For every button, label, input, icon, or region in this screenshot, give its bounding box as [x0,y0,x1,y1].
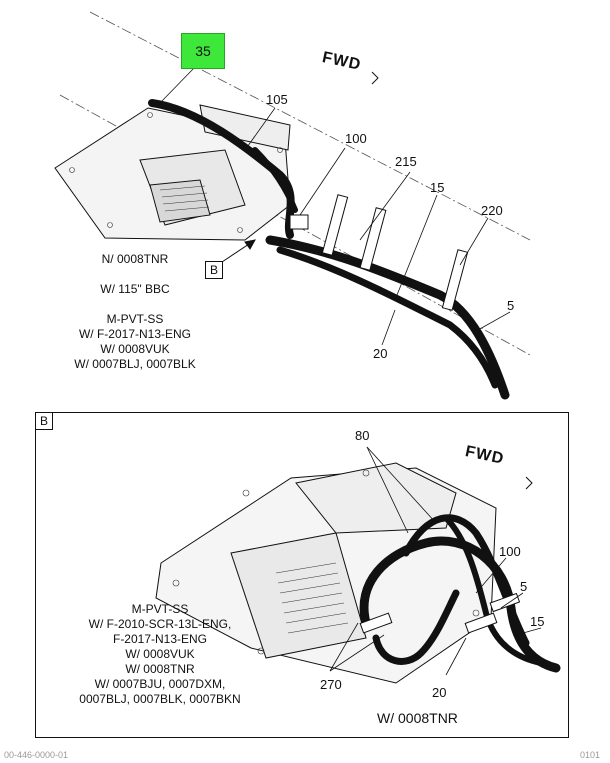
footer-page-tag: 0101 [580,750,601,760]
note-line: 0007BLJ, 0007BLK, 0007BKN [79,692,241,706]
detail-callout-270: 270 [320,677,342,692]
detail-callout-15: 15 [530,614,545,629]
note-line: N/ 0008TNR [101,252,169,266]
note-line: W/ F-2017-N13-ENG [78,327,192,341]
note-line: M-PVT-SS [131,602,189,616]
note-line: M-PVT-SS [106,312,164,326]
note-line: F-2017-N13-ENG [112,632,208,646]
main-view-drawing [54,11,531,400]
detail-callout-5: 5 [520,579,528,594]
note-line: W/ 0007BJU, 0007DXM, [94,677,226,691]
detail-callout-80: 80 [355,428,370,443]
callout-105: 105 [266,92,288,107]
callout-5: 5 [507,298,515,313]
note-line: W/ 0008VUK [125,647,195,661]
note-line: W/ F-2010-SCR-13L-ENG, [88,617,232,631]
detail-callout-20: 20 [432,685,447,700]
detail-caption: W/ 0008TNR [377,710,458,726]
callout-215: 215 [395,154,417,169]
detail-view-drawing [155,446,561,684]
callout-15: 15 [430,180,445,195]
callout-100: 100 [345,131,367,146]
main-notes: N/ 0008TNR W/ 115" BBC M-PVT-SS W/ F-201… [40,252,230,372]
note-line: W/ 115" BBC [100,282,170,296]
callout-20: 20 [373,346,388,361]
callout-220: 220 [481,203,503,218]
note-line: W/ 0008VUK [100,342,170,356]
highlight-callout-35: 35 [181,33,225,69]
note-line: W/ 0008TNR [125,662,195,676]
note-line: W/ 0007BLJ, 0007BLK [74,357,196,371]
detail-view-frame [35,412,569,738]
detail-callout-100: 100 [499,544,521,559]
detail-notes: M-PVT-SS W/ F-2010-SCR-13L-ENG, F-2017-N… [55,602,265,707]
detail-label-b: B [35,412,53,430]
footer-doc-id: 00-446-0000-01 [4,750,69,760]
view-reference-b[interactable]: B [205,261,223,279]
